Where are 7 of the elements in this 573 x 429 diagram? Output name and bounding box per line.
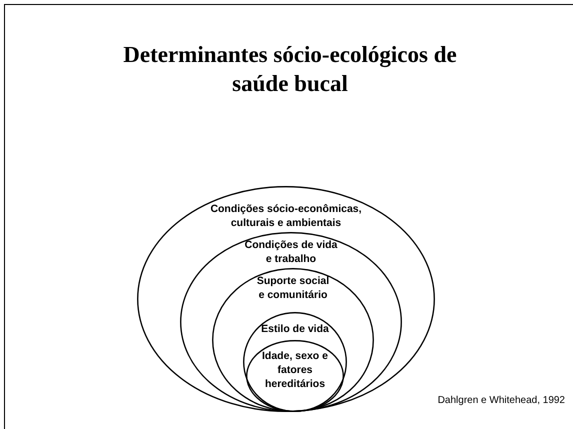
ellipse-label: Condições sócio-econômicas, culturais e ambientais (209, 202, 363, 230)
citation: Dahlgren e Whitehead, 1992 (438, 394, 565, 408)
ellipse-label: Condições de vida e trabalho (244, 238, 338, 266)
title: Determinantes sócio-ecológicos de saúde bucal (122, 41, 458, 98)
ellipse-label: Idade, sexo e fatores hereditários (261, 349, 329, 391)
ellipse-label: Estilo de vida (260, 322, 330, 336)
ellipse-label: Suporte social e comunitário (256, 274, 330, 302)
